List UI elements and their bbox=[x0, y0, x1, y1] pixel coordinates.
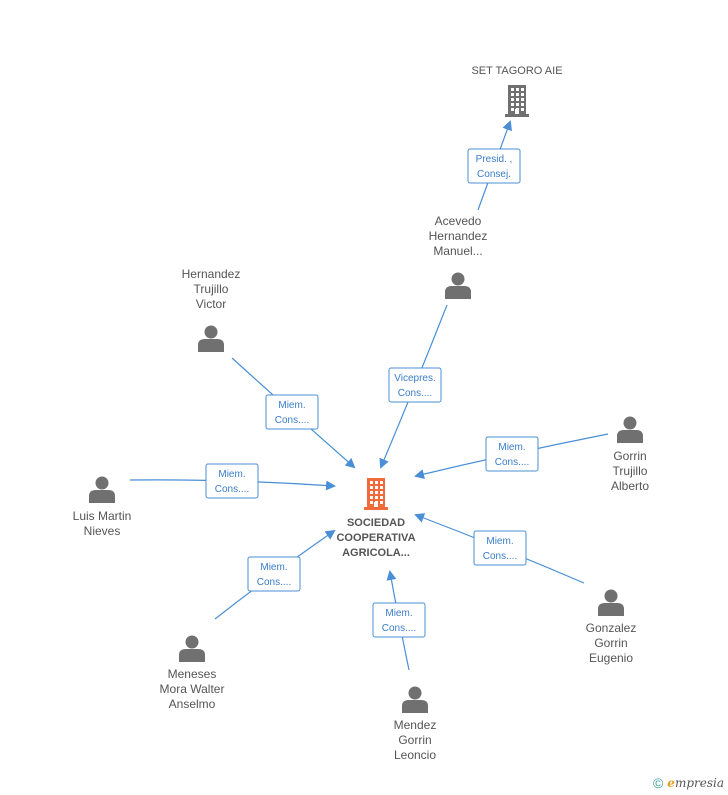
node-name-line: Manuel... bbox=[433, 244, 482, 258]
edge-acevedo-to-center: Vicepres. Cons.... bbox=[379, 304, 448, 469]
node-name-line: Trujillo bbox=[613, 464, 648, 478]
node-name-line: Nieves bbox=[84, 524, 121, 538]
edge-role-label[interactable]: Miem. Cons.... bbox=[205, 463, 259, 499]
edge-role-text: Miem. bbox=[498, 442, 525, 453]
edge-role-label-box bbox=[388, 367, 442, 403]
node-name-line: Leoncio bbox=[394, 748, 436, 762]
edges-layer: Presid. , Consej. Vicepres. Cons.... Miem. Co… bbox=[129, 120, 609, 671]
person-icon bbox=[617, 416, 643, 443]
node-name-line: Gonzalez bbox=[586, 621, 637, 635]
node-name-line: Hernandez bbox=[429, 229, 488, 243]
edge-role-text: Miem. bbox=[260, 562, 287, 573]
footer: © empresia bbox=[653, 775, 724, 791]
edge-role-label-box bbox=[205, 463, 259, 499]
node-name-line: Trujillo bbox=[194, 282, 229, 296]
node-name-line: Gorrin bbox=[398, 733, 431, 747]
copyright-icon: © bbox=[652, 775, 664, 791]
node-name-line: Mora Walter bbox=[160, 682, 225, 696]
edge-role-text: Miem. bbox=[385, 608, 412, 619]
edge-role-text: Cons.... bbox=[275, 415, 309, 426]
edge-role-label[interactable]: Presid. , Consej. bbox=[467, 148, 521, 184]
edge-role-text: Cons.... bbox=[483, 551, 517, 562]
node-name-line: Luis Martin bbox=[73, 509, 132, 523]
brand-logo[interactable]: empresia bbox=[667, 776, 724, 790]
edge-role-text: Miem. bbox=[278, 400, 305, 411]
edge-role-text: Cons.... bbox=[495, 457, 529, 468]
node-person-acevedo[interactable]: AcevedoHernandezManuel... bbox=[429, 214, 488, 299]
edge-role-text: Cons.... bbox=[215, 484, 249, 495]
edge-role-label[interactable]: Vicepres. Cons.... bbox=[388, 367, 442, 403]
edge-role-label-box bbox=[473, 530, 527, 566]
person-icon bbox=[402, 686, 428, 713]
edge-role-label[interactable]: Miem. Cons.... bbox=[473, 530, 527, 566]
edge-role-label[interactable]: Miem. Cons.... bbox=[265, 394, 319, 430]
edge-luis-martin-to-center: Miem. Cons.... bbox=[129, 463, 336, 499]
edge-role-label-box bbox=[247, 556, 301, 592]
edge-role-label-box bbox=[372, 602, 426, 638]
edge-role-text: Consej. bbox=[477, 169, 511, 180]
edge-role-label[interactable]: Miem. Cons.... bbox=[247, 556, 301, 592]
person-icon bbox=[598, 589, 624, 616]
node-name-line: Anselmo bbox=[169, 697, 216, 711]
node-name-line: COOPERATIVA bbox=[336, 532, 415, 544]
edge-mendez-gorrin-to-center: Miem. Cons.... bbox=[372, 570, 426, 671]
person-icon bbox=[89, 476, 115, 503]
person-icon bbox=[198, 325, 224, 352]
nodes-layer: SOCIEDAD COOPERATIVA AGRICOLA... SET TAGORO… bbox=[73, 65, 650, 762]
edge-role-label[interactable]: Miem. Cons.... bbox=[372, 602, 426, 638]
node-name-line: Acevedo bbox=[435, 214, 482, 228]
node-name-line: Mendez bbox=[394, 718, 437, 732]
edge-role-label[interactable]: Miem. Cons.... bbox=[485, 436, 539, 472]
building-icon bbox=[505, 85, 529, 117]
building-icon bbox=[364, 478, 388, 510]
person-icon bbox=[445, 272, 471, 299]
edge-meneses-mora-to-center: Miem. Cons.... bbox=[214, 529, 336, 620]
node-name-line: Eugenio bbox=[589, 651, 633, 665]
edge-gonzalez-gorrin-to-center: Miem. Cons.... bbox=[414, 513, 585, 584]
node-name-line: Gorrin bbox=[613, 449, 646, 463]
edge-acevedo-to-set-tagoro: Presid. , Consej. bbox=[467, 120, 521, 211]
node-name-line: SET TAGORO AIE bbox=[471, 65, 562, 77]
node-name-line: Alberto bbox=[611, 479, 649, 493]
node-name-line: SOCIEDAD bbox=[347, 517, 405, 529]
edge-role-text: Miem. bbox=[486, 536, 513, 547]
person-icon bbox=[179, 635, 205, 662]
node-company-set-tagoro[interactable]: SET TAGORO AIE bbox=[471, 65, 563, 117]
edge-role-label-box bbox=[467, 148, 521, 184]
edge-role-text: Cons.... bbox=[257, 577, 291, 588]
edge-role-text: Miem. bbox=[218, 469, 245, 480]
edge-role-label-box bbox=[265, 394, 319, 430]
edge-role-text: Cons.... bbox=[398, 388, 432, 399]
node-name-line: Meneses bbox=[168, 667, 217, 681]
node-name-line: Victor bbox=[196, 297, 226, 311]
node-name-line: Hernandez bbox=[182, 267, 241, 281]
node-name-line: AGRICOLA... bbox=[342, 547, 410, 559]
node-center-company[interactable]: SOCIEDAD COOPERATIVA AGRICOLA... bbox=[336, 478, 416, 559]
edge-role-label-box bbox=[485, 436, 539, 472]
edge-hernandez-trujillo-to-center: Miem. Cons.... bbox=[231, 357, 356, 469]
node-name-line: Gorrin bbox=[594, 636, 627, 650]
edge-role-text: Presid. , bbox=[476, 154, 513, 165]
edge-gorrin-trujillo-to-center: Miem. Cons.... bbox=[414, 433, 609, 479]
edge-role-text: Cons.... bbox=[382, 623, 416, 634]
edge-role-text: Vicepres. bbox=[394, 373, 436, 384]
